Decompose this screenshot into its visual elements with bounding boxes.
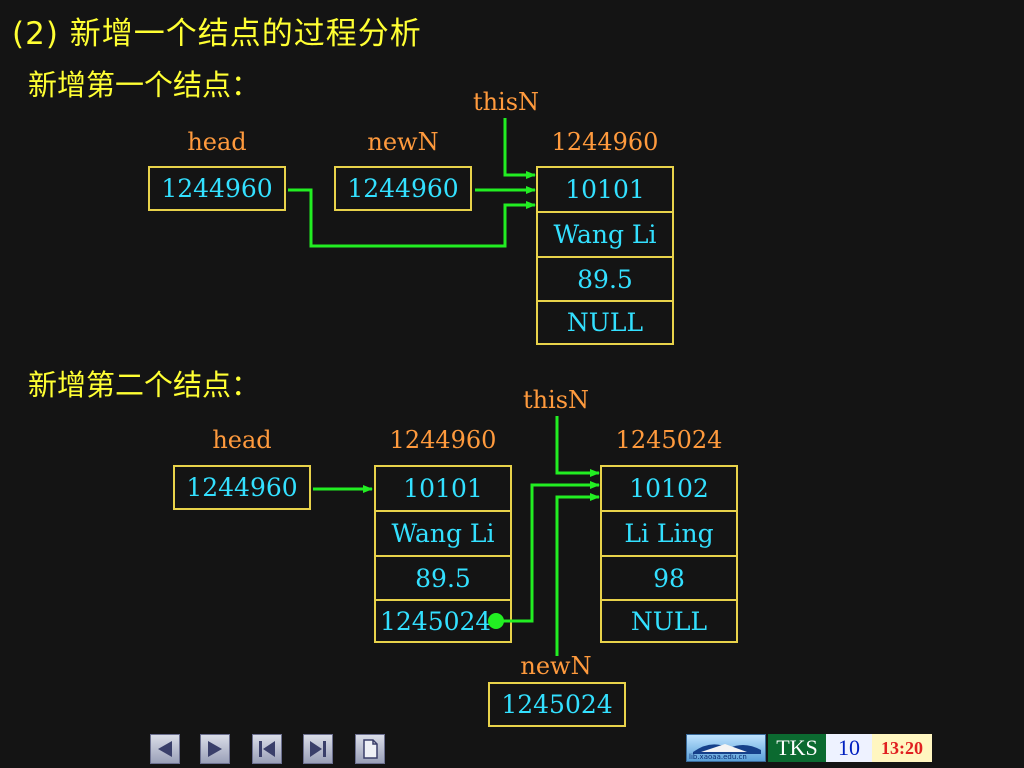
section1-newN-box: 1244960 xyxy=(334,166,472,211)
document-icon xyxy=(363,739,378,759)
section2-newN-box: 1245024 xyxy=(488,682,626,727)
node-field-name: Wang Li xyxy=(538,213,672,258)
node-field-num: 10101 xyxy=(376,467,510,512)
section1-head-label: head xyxy=(187,128,247,156)
node-field-num: 10102 xyxy=(602,467,736,512)
logo-emblem-icon xyxy=(693,744,761,754)
first-icon xyxy=(259,741,275,757)
arrow-s2-thisN xyxy=(555,416,600,477)
section2-newN-label: newN xyxy=(520,652,592,680)
logo-text: lib.xaoaa.edu.cn xyxy=(689,753,747,761)
first-button[interactable] xyxy=(252,734,282,764)
page-number: 10 xyxy=(826,734,872,762)
section1-node-address: 1244960 xyxy=(551,128,659,156)
node-field-score: 98 xyxy=(602,557,736,601)
prev-icon xyxy=(158,741,172,757)
section2-node1: 10101 Wang Li 89.5 1245024 xyxy=(374,465,512,643)
arrow-s1-thisN xyxy=(503,118,536,179)
arrow-s2-newN xyxy=(555,493,600,656)
logo: lib.xaoaa.edu.cn xyxy=(686,734,766,762)
section2-head-label: head xyxy=(212,426,272,454)
document-button[interactable] xyxy=(355,734,385,764)
section2-heading: 新增第二个结点： xyxy=(28,368,261,402)
section1-heading: 新增第一个结点： xyxy=(28,68,261,102)
section2-node2-address: 1245024 xyxy=(615,426,723,454)
brand-badge: TKS xyxy=(768,734,826,762)
section1-node: 10101 Wang Li 89.5 NULL xyxy=(536,166,674,345)
node-field-next: 1245024 xyxy=(380,606,492,636)
section1-head-box: 1244960 xyxy=(148,166,286,211)
node-field-name: Wang Li xyxy=(376,512,510,557)
last-button[interactable] xyxy=(303,734,333,764)
node-field-next: NULL xyxy=(566,308,644,337)
last-icon xyxy=(310,741,326,757)
section2-head-box: 1244960 xyxy=(173,465,311,510)
prev-button[interactable] xyxy=(150,734,180,764)
next-icon xyxy=(208,741,222,757)
clock-time: 13:20 xyxy=(872,734,932,762)
node-field-num: 10101 xyxy=(538,168,672,213)
section2-thisN-label: thisN xyxy=(522,386,590,414)
section2-node1-address: 1244960 xyxy=(389,426,497,454)
node-field-score: 89.5 xyxy=(376,557,510,601)
node-field-next: NULL xyxy=(630,606,708,636)
node-field-score: 89.5 xyxy=(538,258,672,302)
section1-newN-label: newN xyxy=(367,128,439,156)
page-title: (2) 新增一个结点的过程分析 xyxy=(12,16,422,52)
section1-thisN-label: thisN xyxy=(472,88,540,116)
node-field-name: Li Ling xyxy=(602,512,736,557)
next-button[interactable] xyxy=(200,734,230,764)
section2-node2: 10102 Li Ling 98 NULL xyxy=(600,465,738,643)
